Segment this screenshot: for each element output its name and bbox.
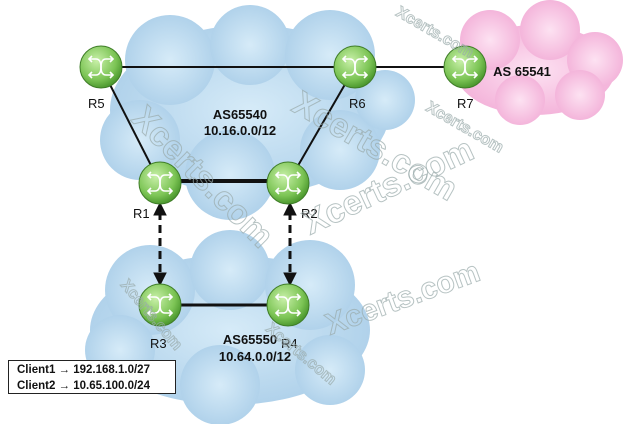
router-label-r3: R3 xyxy=(150,336,167,351)
as65550-prefix: 10.64.0.0/12 xyxy=(219,349,291,364)
router-r3 xyxy=(138,283,182,327)
cloud-as65541 xyxy=(455,0,623,125)
arrow-down-icon xyxy=(153,272,167,287)
link-r5-r1 xyxy=(100,66,161,184)
router-label-r5: R5 xyxy=(88,96,105,111)
as65540-name: AS65540 xyxy=(213,107,267,122)
router-r4 xyxy=(266,283,310,327)
router-arrows-icon xyxy=(274,293,302,317)
client1-prefix: Client1 → 192.168.1.0/27 xyxy=(17,364,150,376)
client-prefixes-box: Client1 → 192.168.1.0/27 Client2 → 10.65… xyxy=(8,360,176,394)
client2-prefix: Client2 → 10.65.100.0/24 xyxy=(17,380,150,392)
router-label-r7: R7 xyxy=(457,96,474,111)
router-arrows-icon xyxy=(451,55,479,79)
router-r6 xyxy=(333,45,377,89)
router-arrows-icon xyxy=(146,293,174,317)
router-r2 xyxy=(266,161,310,205)
link-r6-r2 xyxy=(287,66,356,184)
router-r5 xyxy=(79,45,123,89)
router-label-r6: R6 xyxy=(349,96,366,111)
arrow-up-icon xyxy=(153,201,167,216)
router-r1 xyxy=(138,161,182,205)
router-label-r4: R4 xyxy=(281,336,298,351)
router-arrows-icon xyxy=(274,171,302,195)
as65541-name: AS 65541 xyxy=(493,64,551,79)
router-label-r1: R1 xyxy=(133,206,150,221)
arrow-up-icon xyxy=(283,201,297,216)
as65540-prefix: 10.16.0.0/12 xyxy=(204,123,276,138)
router-arrows-icon xyxy=(87,55,115,79)
routers xyxy=(79,45,487,327)
router-arrows-icon xyxy=(146,171,174,195)
as65550-name: AS65550 xyxy=(223,332,277,347)
router-arrows-icon xyxy=(341,55,369,79)
router-label-r2: R2 xyxy=(301,206,318,221)
router-r7 xyxy=(443,45,487,89)
arrow-down-icon xyxy=(283,272,297,287)
